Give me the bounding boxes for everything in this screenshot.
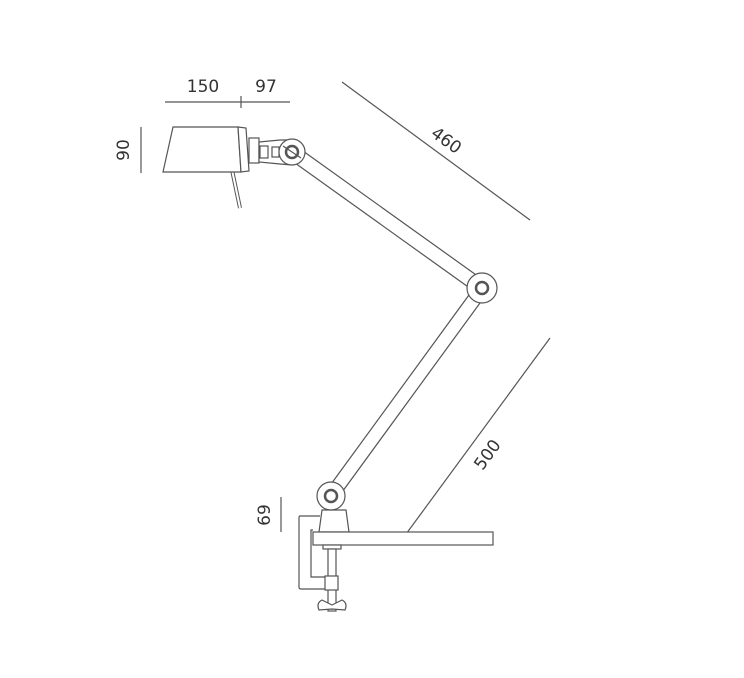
shade-height-dimension: 90 (114, 127, 142, 173)
clamp-base (298, 481, 494, 612)
lower-arm-label: 500 (470, 436, 505, 474)
lamp-shade (162, 126, 293, 209)
lower-arm (325, 283, 489, 500)
joint-middle (466, 272, 498, 304)
shade-height-label: 90 (114, 139, 134, 161)
table-top (312, 531, 494, 546)
socket-length-label: 97 (255, 77, 277, 97)
top-dimension: 150 97 (165, 77, 290, 108)
upper-arm (287, 145, 487, 295)
base-height-label: 69 (255, 504, 275, 526)
shade-length-label: 150 (187, 77, 219, 97)
upper-arm-label: 460 (427, 123, 465, 158)
base-height-dimension: 69 (255, 497, 282, 532)
joint-top (278, 138, 306, 166)
